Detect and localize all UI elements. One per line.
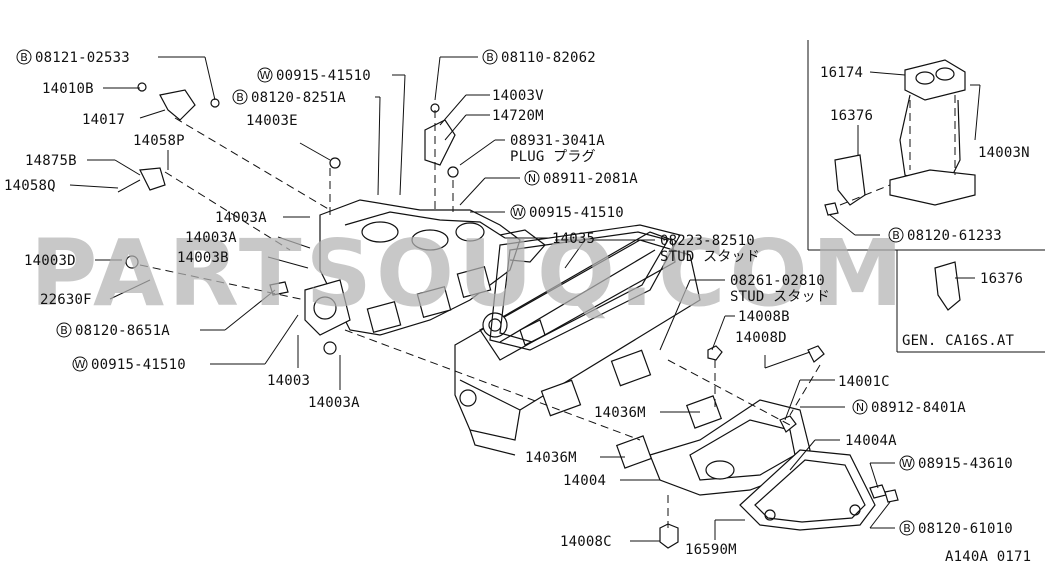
callout-14035[interactable]: 14035 <box>552 231 595 247</box>
callout-14058P[interactable]: 14058P <box>133 133 185 149</box>
svg-text:B: B <box>903 522 911 535</box>
part-label: 08121-02533 <box>35 50 130 66</box>
part-label: 00915-41510 <box>276 68 371 84</box>
callout-14001C[interactable]: 14001C <box>838 374 890 390</box>
svg-text:B: B <box>20 51 28 64</box>
callout-14003[interactable]: 14003 <box>267 373 310 389</box>
part-label: 00915-41510 <box>91 357 186 373</box>
callout-14036M-lower[interactable]: 14036M <box>525 450 577 466</box>
callout-08120-8651A[interactable]: B 08120-8651A <box>56 322 170 339</box>
callout-14010B[interactable]: 14010B <box>42 81 94 97</box>
svg-text:N: N <box>528 172 536 185</box>
callout-14003E[interactable]: 14003E <box>246 113 298 129</box>
inset-frame <box>807 40 1045 353</box>
small-hardware <box>117 82 899 549</box>
callout-16376-b[interactable]: 16376 <box>980 271 1023 287</box>
svg-text:B: B <box>236 91 244 104</box>
callout-00915-41510-top[interactable]: W 00915-41510 <box>257 67 371 84</box>
inset-carb-adapter-drawing <box>824 59 976 311</box>
inset-caption: GEN. CA16S.AT <box>902 333 1015 349</box>
assembly-dashed-lines <box>139 95 956 528</box>
part-label: 08911-2081A <box>543 171 638 187</box>
callout-14004A[interactable]: 14004A <box>845 433 897 449</box>
gasket-drawing <box>489 224 681 351</box>
callout-08261-02810[interactable]: 08261-02810 <box>730 273 825 289</box>
callout-08931-3041A[interactable]: 08931-3041A <box>510 133 605 149</box>
callout-22630F[interactable]: 22630F <box>40 292 92 308</box>
part-label: 08120-8651A <box>75 323 170 339</box>
callout-16590M[interactable]: 16590M <box>685 542 737 558</box>
callout-plug[interactable]: PLUG プラグ <box>510 149 596 165</box>
svg-text:B: B <box>60 324 68 337</box>
part-label: 08120-61233 <box>907 228 1002 244</box>
leader-lines <box>69 56 981 542</box>
callout-14720M[interactable]: 14720M <box>492 108 544 124</box>
callout-08223-82510[interactable]: 08223-82510 <box>660 233 755 249</box>
callout-16376-a[interactable]: 16376 <box>830 108 873 124</box>
callout-08915-43610[interactable]: W 08915-43610 <box>899 455 1013 472</box>
callout-16174[interactable]: 16174 <box>820 65 863 81</box>
part-label: 08110-82062 <box>501 50 596 66</box>
callout-14003D[interactable]: 14003D <box>24 253 76 269</box>
callout-08110-82062[interactable]: B 08110-82062 <box>482 49 596 66</box>
part-label: 08912-8401A <box>871 400 966 416</box>
callout-14003A-lower[interactable]: 14003A <box>308 395 360 411</box>
callout-14003A-upper[interactable]: 14003A <box>215 210 267 226</box>
callout-08911-2081A[interactable]: N 08911-2081A <box>524 170 638 187</box>
callout-14003V[interactable]: 14003V <box>492 88 544 104</box>
callout-08120-61233[interactable]: B 08120-61233 <box>888 227 1002 244</box>
callout-00915-41510-low[interactable]: W 00915-41510 <box>72 356 186 373</box>
svg-text:W: W <box>260 69 271 82</box>
callout-14003N[interactable]: 14003N <box>978 145 1030 161</box>
callout-14003A-second[interactable]: 14003A <box>185 230 237 246</box>
svg-text:W: W <box>75 358 86 371</box>
callout-14036M-upper[interactable]: 14036M <box>594 405 646 421</box>
svg-text:N: N <box>856 401 864 414</box>
svg-text:W: W <box>902 457 913 470</box>
callout-00915-41510-mid[interactable]: W 00915-41510 <box>510 204 624 221</box>
callout-08121-02533[interactable]: B 08121-02533 <box>16 49 130 66</box>
heat-shield-drawing <box>739 449 876 531</box>
part-label: 08120-8251A <box>251 90 346 106</box>
callout-14008C[interactable]: 14008C <box>560 534 612 550</box>
callout-14004[interactable]: 14004 <box>563 473 606 489</box>
callout-stud-1[interactable]: STUD スタッド <box>660 249 760 265</box>
callout-14003B[interactable]: 14003B <box>177 250 229 266</box>
intake-manifold-drawing <box>304 199 546 336</box>
callout-14017[interactable]: 14017 <box>82 112 125 128</box>
exhaust-manifold-drawing <box>615 395 811 496</box>
callout-08912-8401A[interactable]: N 08912-8401A <box>852 399 966 416</box>
part-label: 00915-41510 <box>529 205 624 221</box>
watermark: PARTSOUQ.COM <box>30 220 907 327</box>
figure-code: A140A 0171 <box>945 549 1031 565</box>
callout-stud-2[interactable]: STUD スタッド <box>730 289 830 305</box>
part-label: 08120-61010 <box>918 521 1013 537</box>
callout-14008B[interactable]: 14008B <box>738 309 790 325</box>
svg-text:B: B <box>892 229 900 242</box>
callout-08120-8251A[interactable]: B 08120-8251A <box>232 89 346 106</box>
callout-14058Q[interactable]: 14058Q <box>4 178 56 194</box>
callout-08120-61010[interactable]: B 08120-61010 <box>899 520 1013 537</box>
part-label: 08915-43610 <box>918 456 1013 472</box>
svg-text:B: B <box>486 51 494 64</box>
callout-14008D[interactable]: 14008D <box>735 330 787 346</box>
svg-text:W: W <box>513 206 524 219</box>
callout-14875B[interactable]: 14875B <box>25 153 77 169</box>
